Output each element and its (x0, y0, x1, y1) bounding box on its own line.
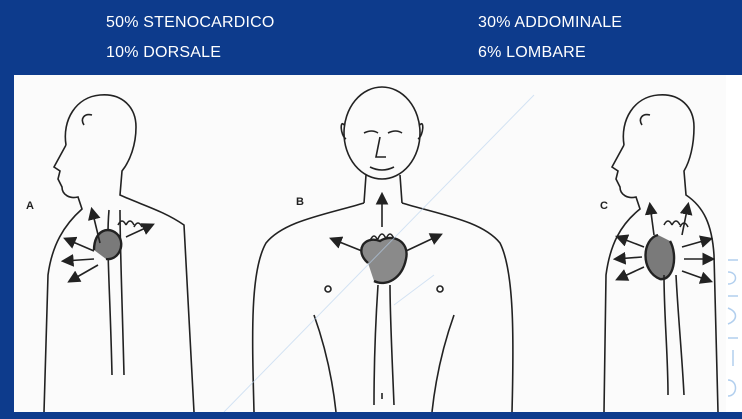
illustration-panel: A B (14, 75, 726, 412)
stat-addominale: 30% ADDOMINALE (478, 14, 622, 32)
stat-dorsale: 10% DORSALE (106, 44, 221, 62)
frame-bottom-border (0, 412, 742, 419)
figure-a-letter: A (26, 200, 34, 212)
frame-left-border (0, 75, 14, 419)
watermark-logo (724, 250, 742, 415)
stat-lombare: 6% LOMBARE (478, 44, 586, 62)
figure-c (604, 95, 718, 412)
stat-stenocardico: 50% STENOCARDICO (106, 14, 275, 32)
figure-c-letter: C (600, 200, 608, 212)
aorta-pain-illustration: A B (14, 75, 726, 412)
figure-a (44, 95, 194, 412)
figure-b-letter: B (296, 196, 304, 208)
header-banner: 50% STENOCARDICO 30% ADDOMINALE 10% DORS… (0, 0, 742, 75)
